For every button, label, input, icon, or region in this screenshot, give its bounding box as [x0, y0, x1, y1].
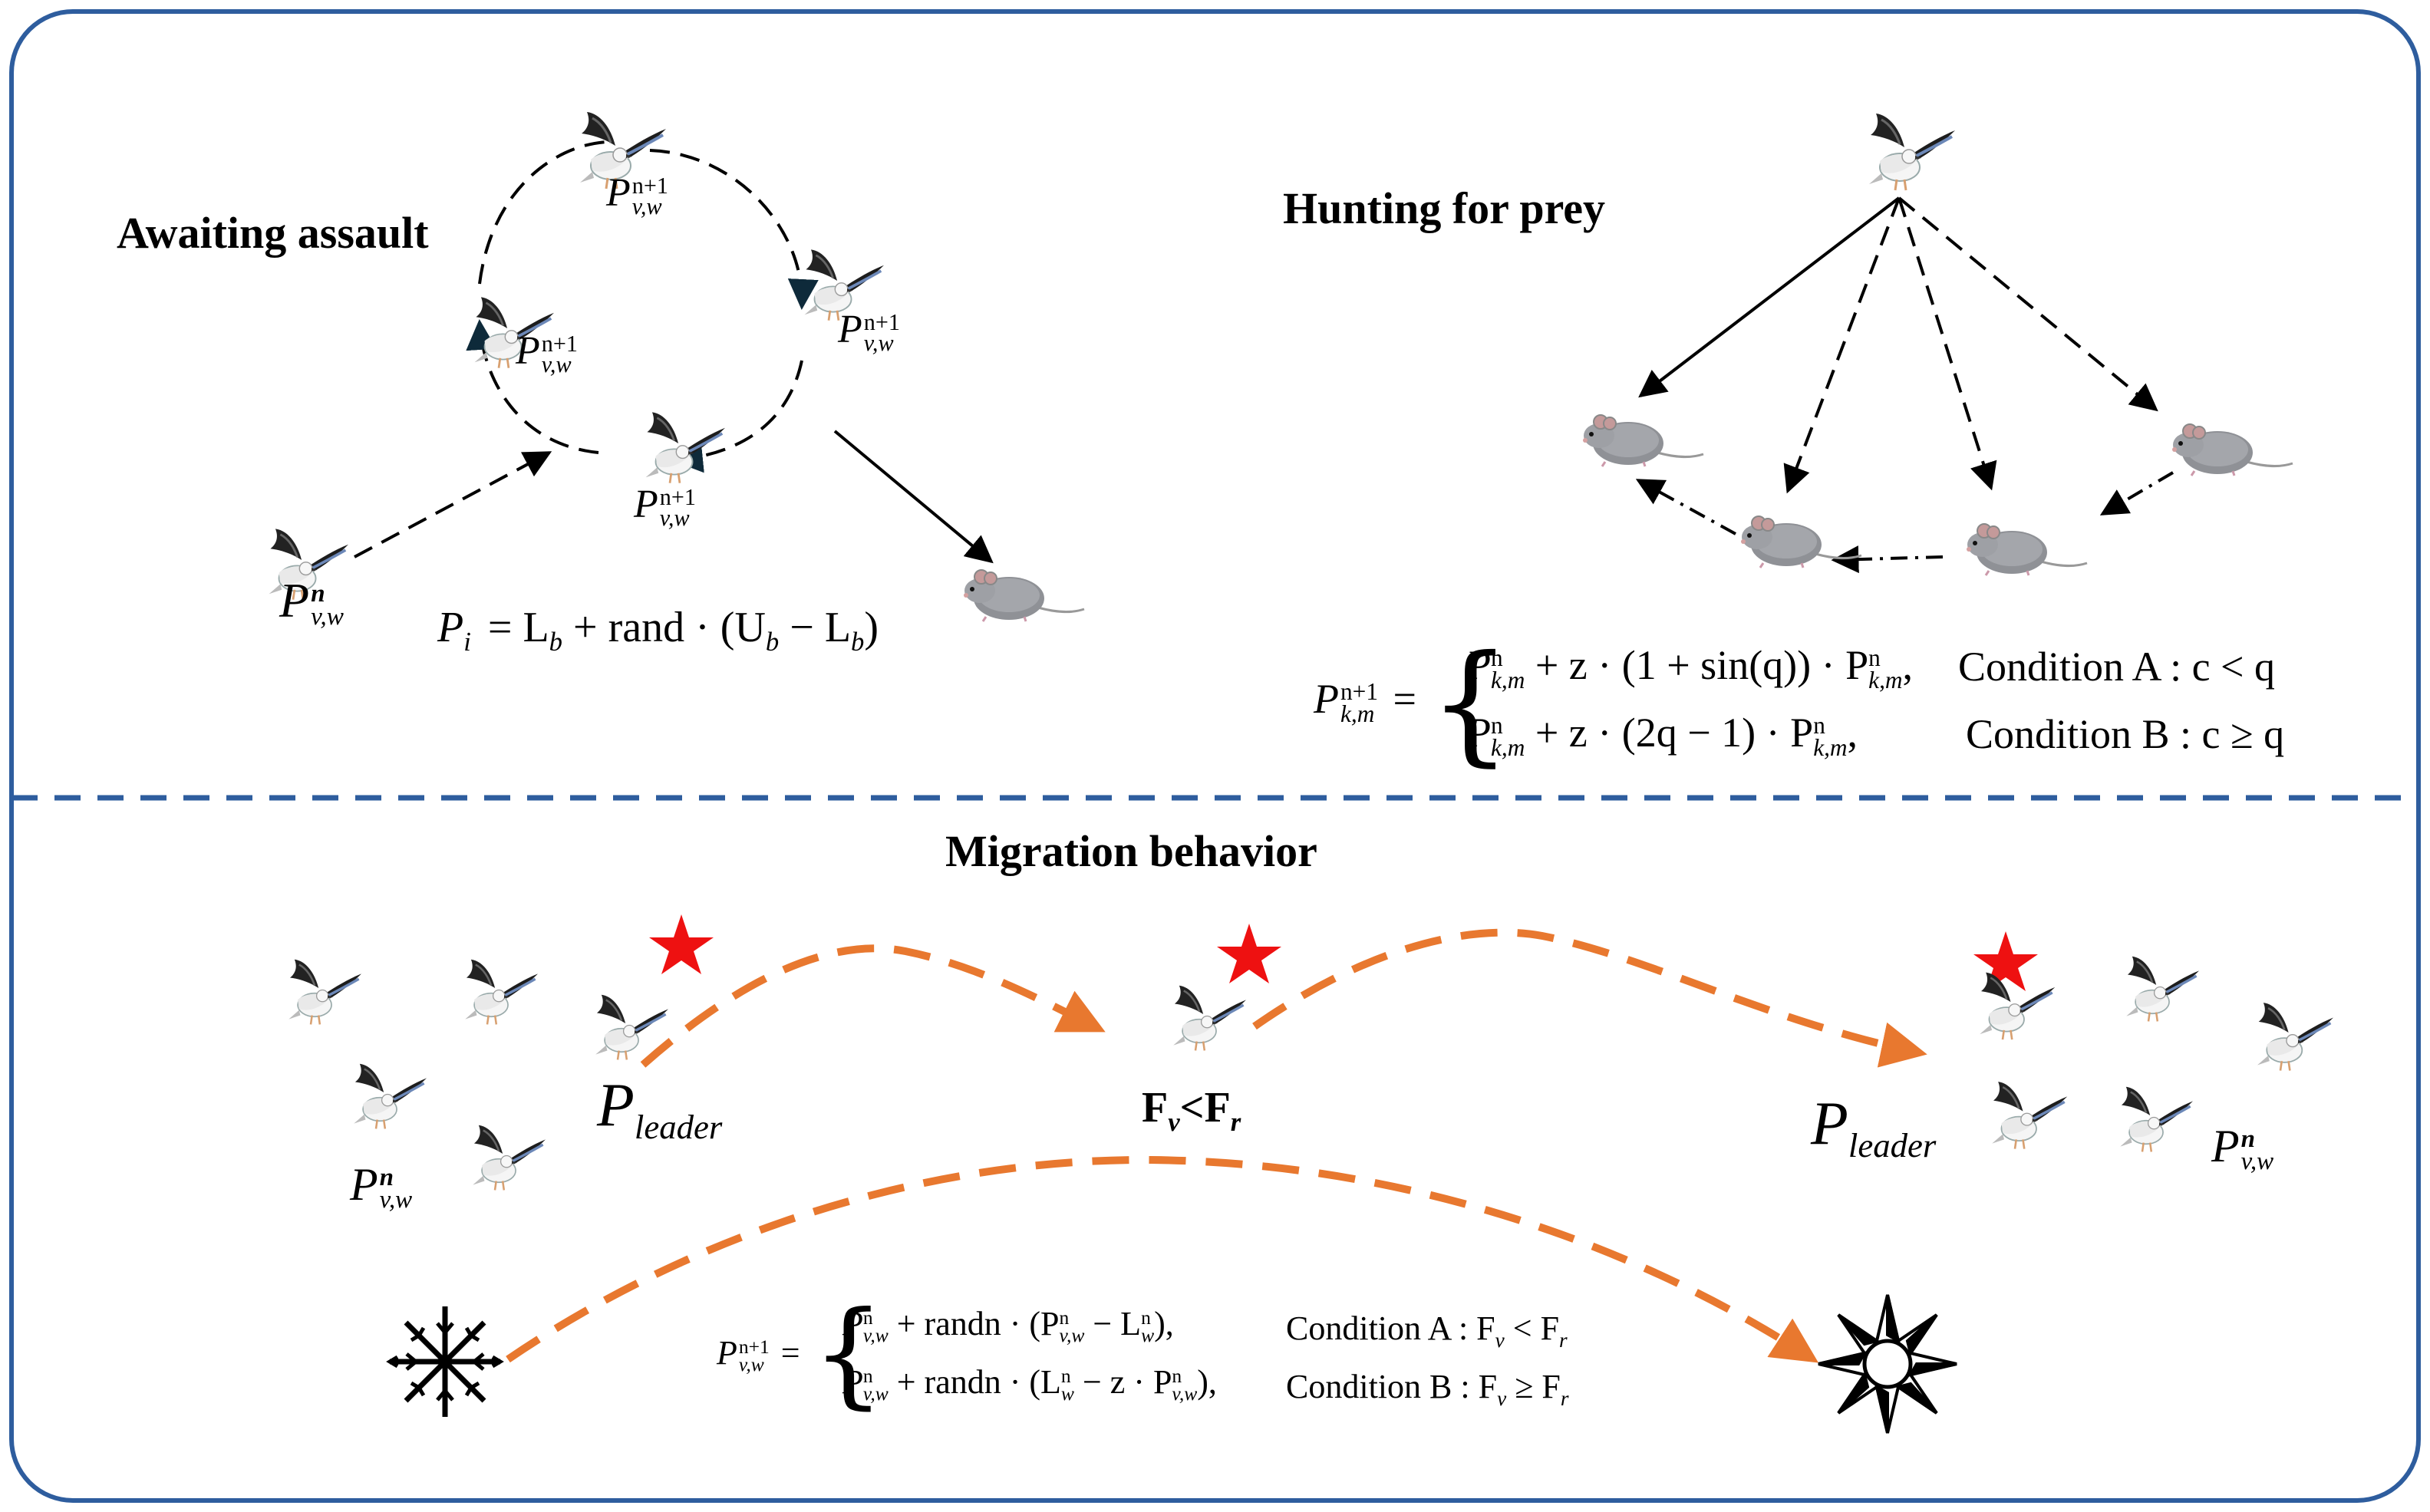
bird-icon-middle	[1172, 983, 1248, 1052]
hunt-condition-b: Condition B : c ≥ q	[1966, 711, 2285, 757]
migration-behavior-title: Migration behavior	[945, 826, 1317, 876]
hunt-condition-a: Condition A : c < q	[1958, 644, 2275, 690]
p-leader-left: Pleader	[597, 1072, 723, 1146]
mouse-icon-target	[962, 568, 1086, 623]
mig-condition-b: Condition B : Fv ≥ Fr	[1286, 1368, 1569, 1410]
hunting-bird-icon	[1869, 114, 1955, 190]
bird-icon-bottom	[646, 412, 725, 483]
star-icon-group	[649, 914, 2038, 991]
snowflake-icon	[386, 1306, 504, 1417]
hunting-for-prey-title: Hunting for prey	[1283, 183, 1606, 233]
circling-orbit	[466, 140, 819, 473]
approach-arrows	[354, 430, 994, 564]
mig-condition-a: Condition A : Fv < Fr	[1286, 1309, 1568, 1352]
outer-frame	[9, 9, 2421, 1503]
fv-lt-fr-label: Fv<Fr	[1142, 1084, 1241, 1138]
hunt-formula-brace: {	[1429, 628, 1512, 779]
init-formula: Pi = Lb + rand · (Ub − Lb)	[437, 604, 879, 657]
mouse-icon-3	[1965, 522, 2089, 577]
migration-paths	[506, 928, 1927, 1363]
star-icon-3	[1973, 931, 2038, 991]
mouse-icon-2	[1739, 515, 1863, 569]
p-leader-right: Pleader	[1811, 1090, 1937, 1164]
star-icon-1	[649, 914, 714, 974]
mig-formula-brace: {	[812, 1287, 885, 1421]
bird-icon-flock-right	[1978, 954, 2335, 1154]
sun-icon	[1818, 1294, 1957, 1434]
star-icon-2	[1217, 924, 1281, 983]
mouse-icon-4	[2171, 423, 2294, 477]
awaiting-assault-title: Awaiting assault	[117, 208, 429, 258]
mouse-icon-1	[1581, 413, 1705, 468]
